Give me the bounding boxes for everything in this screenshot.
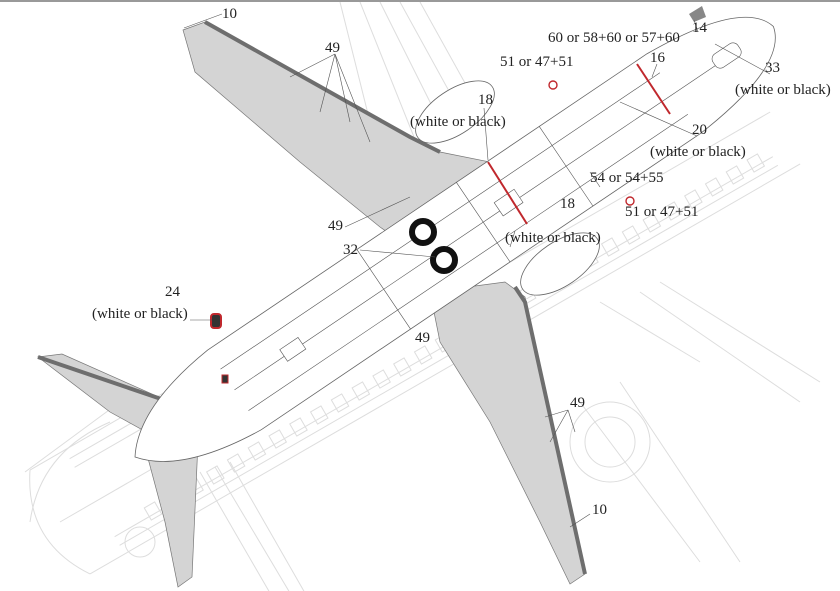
label-18-top: 18 [478, 92, 493, 108]
cutaway-window [642, 213, 662, 233]
cutaway-window [393, 357, 412, 377]
cutaway-window [725, 165, 745, 185]
cutaway-window [226, 453, 246, 473]
right-wing [429, 281, 586, 585]
label-18-top-note: (white or black) [410, 114, 506, 130]
fuselage [134, 16, 776, 462]
cutaway-window [247, 441, 267, 461]
left-engine [415, 80, 495, 144]
label-10-top: 10 [222, 6, 237, 22]
label-49-mid: 49 [415, 330, 430, 346]
red-stripe-wing [487, 161, 528, 225]
left-stabilizer-leading-edge [37, 355, 171, 404]
cutaway-window [746, 153, 766, 173]
cutaway-window [372, 369, 391, 389]
cutaway-window [351, 381, 371, 401]
label-54: 54 or 54+55 [590, 170, 663, 186]
callout-labels: 10 49 51 or 47+51 60 or 58+60 or 57+60 1… [92, 6, 831, 518]
label-24: 24 [165, 284, 181, 300]
label-33-note: (white or black) [735, 82, 831, 98]
no-symbol-icon [625, 196, 635, 206]
cutaway-window [683, 189, 703, 209]
decal-14 [689, 6, 706, 22]
cutaway-window [309, 405, 329, 425]
cutaway-window [663, 201, 682, 221]
label-16: 16 [650, 50, 666, 66]
label-18-bottom-note: (white or black) [505, 230, 601, 246]
label-10-bottom: 10 [592, 502, 607, 518]
label-18-bottom: 18 [560, 196, 575, 212]
label-14: 14 [692, 20, 708, 36]
label-51-top: 51 or 47+51 [500, 54, 573, 70]
label-24-note: (white or black) [92, 306, 188, 322]
cutaway-window [330, 393, 350, 413]
red-stripe-door [636, 63, 671, 115]
label-49-top: 49 [325, 40, 340, 56]
label-60: 60 or 58+60 or 57+60 [548, 30, 680, 46]
no-symbol-icon [548, 80, 558, 90]
cutaway-window [704, 177, 724, 197]
left-wing-leading-edge [204, 20, 441, 154]
label-49-left: 49 [328, 218, 343, 234]
decal-24 [210, 313, 222, 329]
right-wing-leading-edge [513, 285, 587, 575]
cutaway-window [413, 345, 433, 365]
decal-24-small [221, 374, 229, 384]
label-51-bottom: 51 or 47+51 [625, 204, 698, 220]
label-20-note: (white or black) [650, 144, 746, 160]
main-wheels [409, 218, 458, 274]
right-engine [520, 232, 600, 296]
leader-lines [183, 13, 771, 528]
cutaway-window [268, 429, 288, 449]
label-33: 33 [765, 60, 780, 76]
label-20: 20 [692, 122, 707, 138]
cutaway-window [143, 501, 163, 521]
cutaway-window [621, 225, 641, 245]
cutaway-window [205, 465, 225, 485]
label-32: 32 [343, 242, 358, 258]
cutaway-window [600, 237, 620, 257]
label-49-right: 49 [570, 395, 585, 411]
cutaway-window [289, 417, 308, 437]
